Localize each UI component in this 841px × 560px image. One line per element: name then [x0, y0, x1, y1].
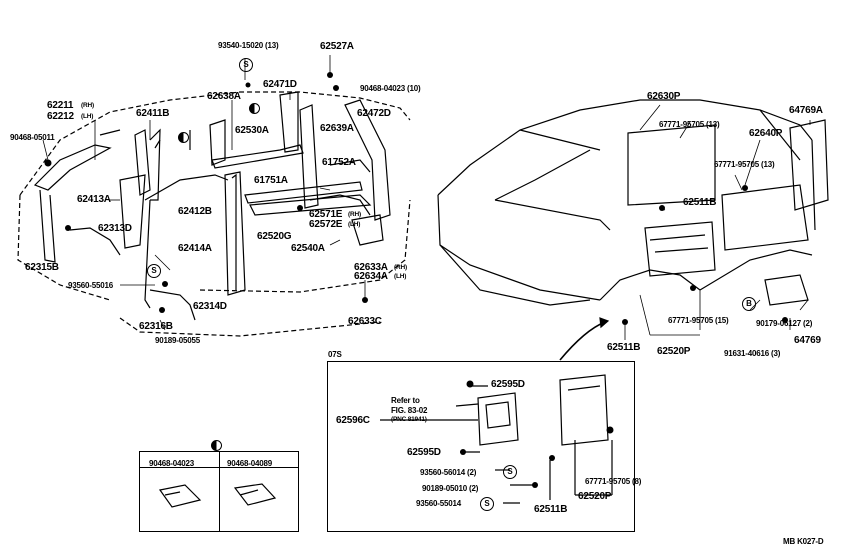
- pointer-arrowhead: [599, 317, 610, 329]
- fasteners: [44, 72, 788, 488]
- label-62639A: 62639A: [320, 123, 354, 134]
- pointer-arrow: [559, 321, 606, 361]
- label-62595D-b: 62595D: [407, 447, 441, 458]
- left-body-outline: [17, 91, 411, 337]
- label-62633A: 62633A: [354, 262, 388, 273]
- label-62630P: 62630P: [647, 91, 681, 102]
- label-64769: 64769: [794, 335, 821, 346]
- label-93560-55014: 93560-55014: [416, 499, 461, 508]
- label-91631: 91631-40616 (3): [724, 349, 781, 358]
- label-62527A: 62527A: [320, 41, 354, 52]
- label-61751A: 61751A: [254, 175, 288, 186]
- label-67771-13a: 67771-95705 (13): [659, 120, 720, 129]
- label-67771-13b: 67771-95705 (13): [714, 160, 775, 169]
- table-clip-drawings: [158, 483, 277, 508]
- label-62413A: 62413A: [77, 194, 111, 205]
- inset-07s-box: [327, 361, 635, 532]
- label-90189-05010: 90189-05010 (2): [422, 484, 479, 493]
- label-62314D: 62314D: [193, 301, 227, 312]
- label-62633A-rh: (RH): [394, 264, 407, 271]
- label-62572E-lh: (LH): [348, 221, 361, 228]
- label-90468-05011: 90468-05011: [10, 133, 55, 142]
- label-62596C: 62596C: [336, 415, 370, 426]
- s-symbol-top: S: [239, 58, 253, 72]
- label-62634A: 62634A: [354, 271, 388, 282]
- label-62530A: 62530A: [235, 125, 269, 136]
- table-header-divider: [140, 467, 298, 468]
- label-93560-56014: 93560-56014 (2): [420, 468, 477, 477]
- label-62640P: 62640P: [749, 128, 783, 139]
- b-symbol-right: B: [742, 297, 756, 311]
- label-62540A: 62540A: [291, 243, 325, 254]
- label-62313D: 62313D: [98, 223, 132, 234]
- right-panels: [627, 119, 829, 306]
- label-62511B-a: 62511B: [683, 197, 717, 208]
- table-col1-header: 90468-04023: [149, 459, 194, 468]
- refer-line3: (PNC 81941): [391, 416, 427, 423]
- label-90468-04023: 90468-04023 (10): [360, 84, 421, 93]
- label-93540-15020: 93540-15020 (13): [218, 41, 279, 50]
- label-62634A-lh: (LH): [394, 273, 407, 280]
- right-body: [437, 99, 816, 306]
- label-62511B-b: 62511B: [607, 342, 641, 353]
- diagram-code: MB K027-D: [783, 537, 824, 546]
- half-circle-symbol-2: [178, 132, 189, 143]
- label-62212: 62212: [47, 111, 74, 122]
- inset-title: 07S: [328, 350, 342, 359]
- refer-line1: Refer to: [391, 396, 420, 405]
- s-symbol-inset1: S: [503, 465, 517, 479]
- left-trim-parts: [33, 91, 391, 321]
- label-62571E: 62571E: [309, 209, 343, 220]
- label-62571E-rh: (RH): [348, 211, 361, 218]
- left-leader-lines: [42, 55, 366, 331]
- label-67771-15: 67771-95705 (15): [668, 316, 729, 325]
- s-symbol-inset2: S: [480, 497, 494, 511]
- refer-line2: FIG. 83-02: [391, 406, 428, 415]
- label-90189-05055: 90189-05055: [155, 336, 200, 345]
- label-62211: 62211: [47, 100, 74, 111]
- label-62471D: 62471D: [263, 79, 297, 90]
- label-62315B: 62315B: [25, 262, 59, 273]
- label-62414A: 62414A: [178, 243, 212, 254]
- label-67771-8: 67771-95705 (8): [585, 477, 642, 486]
- label-62572E: 62572E: [309, 219, 343, 230]
- label-62411B: 62411B: [136, 108, 170, 119]
- label-64769A: 64769A: [789, 105, 823, 116]
- label-62211-rh: (RH): [81, 102, 94, 109]
- inset-parts: [380, 374, 613, 504]
- label-62633C: 62633C: [348, 316, 382, 327]
- half-circle-symbol-table: [211, 440, 222, 451]
- label-62212-lh: (LH): [81, 113, 94, 120]
- label-62412B: 62412B: [178, 206, 212, 217]
- label-62520P-b: 62520P: [578, 491, 612, 502]
- label-62520P-a: 62520P: [657, 346, 691, 357]
- label-62511B-c: 62511B: [534, 504, 568, 515]
- label-62316B: 62316B: [139, 321, 173, 332]
- s-symbol-left: S: [147, 264, 161, 278]
- table-col-divider: [219, 452, 220, 531]
- label-90179: 90179-06127 (2): [756, 319, 813, 328]
- table-col2-header: 90468-04089: [227, 459, 272, 468]
- half-circle-symbol-1: [249, 103, 260, 114]
- label-62520G: 62520G: [257, 231, 292, 242]
- label-62638A: 62638A: [207, 91, 241, 102]
- label-62472D: 62472D: [357, 108, 391, 119]
- label-93560-55016: 93560-55016: [68, 281, 113, 290]
- label-61752A: 61752A: [322, 157, 356, 168]
- clip-table: [139, 451, 299, 532]
- right-leader-lines: [624, 104, 811, 340]
- label-62595D-a: 62595D: [491, 379, 525, 390]
